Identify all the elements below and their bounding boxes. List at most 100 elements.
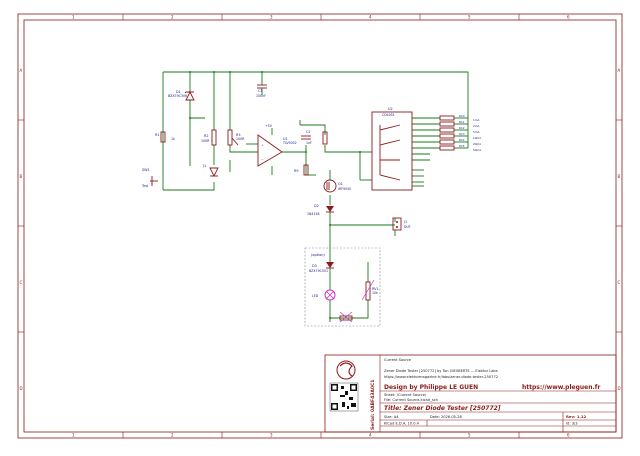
sheet-date: Date: 2026-05-28	[430, 415, 463, 419]
value-label: 100R	[201, 139, 210, 143]
value-label: 1nF	[306, 141, 312, 145]
file-name: File: Current Source.kicad_sch	[384, 398, 438, 402]
zener-diode-d1: D1 BZX79C3V6	[168, 90, 195, 101]
value-label: Test	[141, 184, 149, 188]
sheet-size: Size: A4	[384, 415, 399, 419]
brand-logo	[336, 360, 356, 380]
ref-label: SW1	[142, 168, 150, 172]
resistor-bank: R10 R11 R12 R13 R14 R15 1mA 2mA 5mA 10mA…	[439, 114, 481, 152]
inner-frame	[23, 19, 617, 433]
col-label: 2	[171, 15, 174, 20]
description: Zener Diode Tester [250772] by Ton GIESB…	[384, 369, 498, 373]
junctions	[189, 71, 361, 319]
value-label: 10k	[372, 291, 378, 295]
ref-label: R1	[155, 133, 160, 137]
row-label: D	[618, 386, 621, 391]
bank-ref: R11	[459, 120, 465, 124]
svg-text:−: −	[261, 157, 264, 161]
bank-ref: R13	[459, 132, 465, 136]
bank-ref: R15	[459, 144, 465, 148]
opamp-u1: + − U1 TLV9002 +5V	[257, 124, 297, 167]
value-label: 100nF	[256, 94, 266, 98]
value-label: 100R	[236, 137, 245, 141]
option-label: (option)	[311, 253, 325, 257]
value-label: 1k	[171, 137, 175, 141]
switch-sw1: SW1 Test	[141, 168, 158, 188]
bank-current: 50mA	[473, 148, 481, 152]
row-label: B	[618, 174, 621, 179]
ref-label: R3	[236, 133, 241, 137]
ref-label: R2	[204, 134, 209, 138]
col-label: 6	[567, 15, 570, 20]
ref-label: RV1	[372, 287, 379, 291]
frame-row-labels: A B C D A B C D	[20, 68, 621, 391]
ref-label: J1	[403, 220, 407, 224]
value-label: TLV9002	[282, 141, 297, 145]
col-label: 4	[369, 433, 372, 438]
url-line: https://www.elektormagazine.fr/labs/zene…	[384, 375, 498, 379]
resistor-r3: R3 100R	[227, 129, 245, 146]
sheet-id: Id: 3/3	[566, 422, 577, 426]
bank-current: 10mA	[473, 136, 481, 140]
row-label: D	[20, 386, 23, 391]
ref-label: C2	[306, 130, 311, 134]
ref-label: J1	[202, 164, 206, 168]
col-label: 5	[468, 15, 471, 20]
wires	[162, 71, 469, 322]
row-label: A	[618, 68, 621, 73]
diode-d2: D2 1N4148	[307, 204, 334, 216]
value-label: LED	[312, 294, 319, 298]
qr-code	[329, 382, 359, 412]
col-label: 5	[468, 433, 471, 438]
connector-j1: J1 DUT	[392, 217, 411, 231]
bank-current: 1mA	[473, 118, 480, 122]
revision: Rev: 1.12	[566, 414, 587, 419]
bank-ref: R12	[459, 126, 465, 130]
ref-label: D1	[176, 90, 181, 94]
resistor-r9: R9	[294, 131, 328, 176]
frame-col-labels: 1 2 3 4 5 6 1 2 3 4 5 6	[72, 15, 570, 438]
mux-u2: U2 CD4051	[371, 107, 413, 191]
bank-current: 20mA	[473, 142, 481, 146]
sheet-path: Sheet: /Current Source/	[384, 393, 427, 397]
capacitor-c2: C2 1nF	[301, 130, 312, 145]
designer: Design by Philippe LE GUEN	[384, 384, 478, 391]
row-label: C	[618, 280, 621, 285]
ref-label: U2	[388, 107, 393, 111]
col-label: 4	[369, 15, 372, 20]
col-label: 3	[270, 15, 273, 20]
col-label: 1	[72, 433, 75, 438]
value-label: IRF9540	[338, 187, 351, 191]
value-label: DUT	[404, 225, 411, 229]
vcc-label: +5V	[265, 124, 273, 128]
capacitor-c1: C1 100nF	[256, 84, 267, 98]
row-label: A	[20, 68, 23, 73]
svg-text:+: +	[261, 143, 264, 147]
col-label: 3	[270, 433, 273, 438]
ref-label: D3	[312, 264, 317, 268]
designer-url: https://www.pleguen.fr	[522, 384, 600, 391]
bank-ref: R14	[459, 138, 465, 142]
value-label: CD4051	[382, 113, 395, 117]
ref-label: Q1	[338, 182, 343, 186]
sheet-label: Current Source	[384, 358, 412, 362]
ref-label: U1	[283, 137, 288, 141]
row-label: B	[20, 174, 23, 179]
mosfet-q1: Q1 IRF9540	[323, 179, 351, 193]
bank-current: 2mA	[473, 124, 480, 128]
col-label: 1	[72, 15, 75, 20]
title-block: Serial: 0ABF43A0C1 Current Source Zener …	[324, 354, 617, 433]
resistor-r1: R1 1k	[155, 131, 175, 143]
outer-frame	[17, 13, 623, 439]
resistor-r2: R2 100R	[201, 129, 217, 146]
bank-ref: R10	[459, 114, 465, 118]
bank-current: 5mA	[473, 130, 480, 134]
sheet-title: Title: Zener Diode Tester [250772]	[384, 405, 501, 412]
value-label: BZX79C3V6	[168, 94, 187, 98]
serial-number: Serial: 0ABF43A0C1	[370, 380, 376, 430]
ref-label: C1	[258, 89, 263, 93]
option-block: (option) D3 BZX79C5V1 LED RV1 10k	[304, 247, 381, 327]
ref-label: R9	[294, 169, 299, 173]
